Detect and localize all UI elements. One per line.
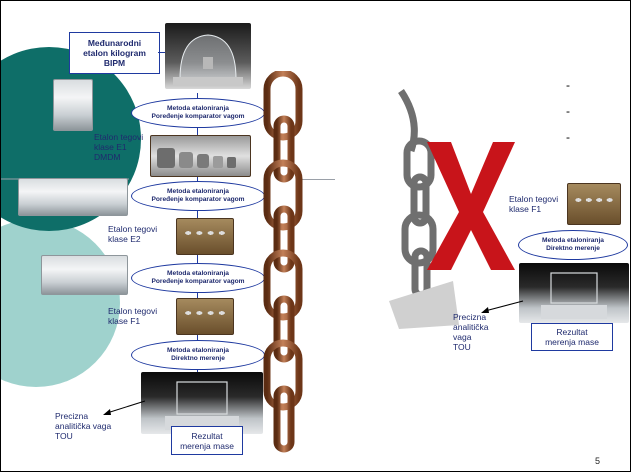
balance-icon-right [541, 272, 607, 319]
weights-icon [157, 148, 236, 168]
bipm-box: Međunarodni etalon kilogram BIPM [69, 32, 160, 74]
red-x-icon [427, 142, 515, 270]
glass-dome-icon [173, 34, 243, 85]
balance-icon [165, 381, 239, 430]
divider-line [297, 179, 335, 180]
f1-weights-case-photo [176, 298, 234, 335]
chain-icon [263, 71, 303, 453]
analytical-balance-photo [141, 372, 263, 434]
tou-arrow [103, 400, 146, 415]
f1-weights-case-photo-right [567, 183, 621, 225]
analytical-balance-photo-right [519, 263, 629, 323]
broken-chain-icon [389, 89, 459, 329]
comparator-photo-2 [18, 178, 128, 216]
kilogram-prototype-photo [165, 23, 251, 89]
comparator-photo-3 [41, 255, 128, 295]
dash-list: --- [566, 78, 570, 144]
bipm-arrow-line [158, 52, 166, 53]
tou-arrow-right [481, 300, 524, 313]
comparator-photo-1 [53, 79, 93, 131]
page-number: 5 [595, 456, 601, 466]
e1-weights-photo [150, 135, 251, 177]
e2-weights-case-photo [176, 218, 234, 255]
